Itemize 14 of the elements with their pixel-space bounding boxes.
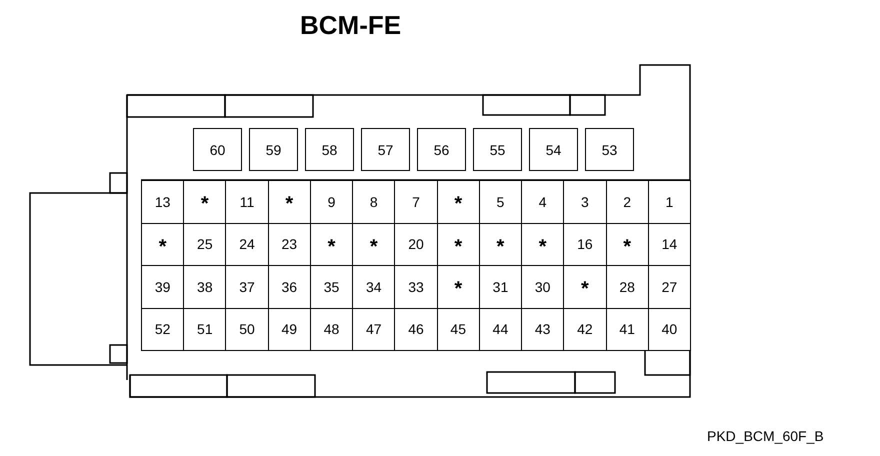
diagram-title: BCM-FE bbox=[300, 10, 402, 41]
pin-cavity: 57 bbox=[361, 128, 410, 171]
pin-cavity: 55 bbox=[473, 128, 522, 171]
pin-cavity: 52 bbox=[141, 308, 184, 351]
figure-code: PKD_BCM_60F_B bbox=[707, 428, 824, 444]
pin-cavity: 60 bbox=[193, 128, 242, 171]
pin-cavity: 40 bbox=[648, 308, 691, 351]
pin-cavity: 1 bbox=[648, 180, 691, 224]
pin-cavity: 53 bbox=[585, 128, 634, 171]
pin-cavity: 56 bbox=[417, 128, 466, 171]
pin-cavity: 58 bbox=[305, 128, 354, 171]
pin-cavity: 59 bbox=[249, 128, 298, 171]
pin-cavity: 13 bbox=[141, 180, 184, 224]
pin-cavity: 54 bbox=[529, 128, 578, 171]
